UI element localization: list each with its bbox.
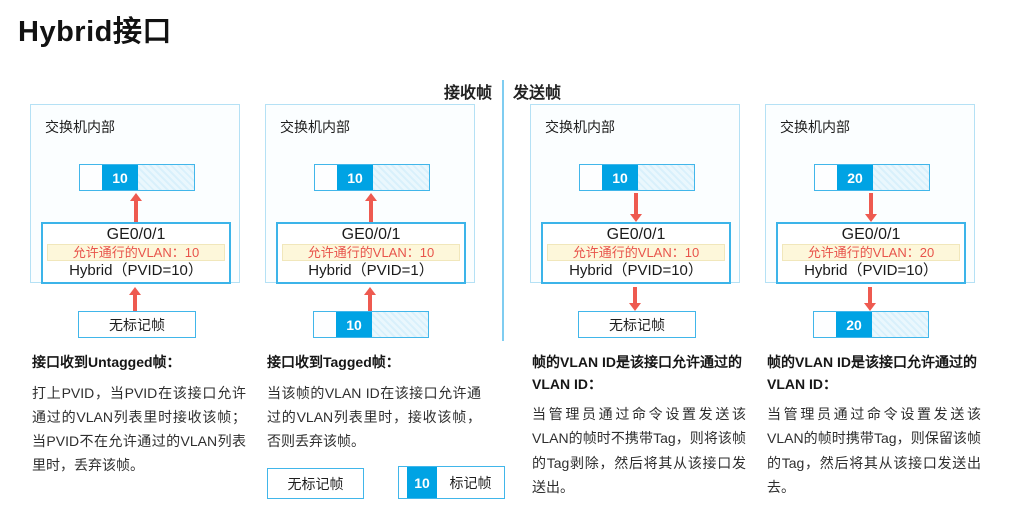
frame-payload-segment — [872, 312, 928, 337]
description-heading: 接口收到Tagged帧： — [267, 354, 400, 370]
allowed-vlan-label: 允许通行的VLAN：10 — [282, 244, 460, 261]
vlan-tag-segment: 20 — [836, 312, 872, 337]
port-box: GE0/0/1 允许通行的VLAN：10 Hybrid（PVID=1） — [276, 222, 466, 284]
description-heading: 接口收到Untagged帧： — [32, 354, 181, 370]
description-text: 当该帧的VLAN ID在该接口允许通过的VLAN列表里时，接收该帧，否则丢弃该帧… — [267, 384, 481, 449]
vlan-tag-segment: 10 — [337, 165, 373, 190]
vlan-tag-segment: 10 — [407, 467, 437, 498]
port-name: GE0/0/1 — [606, 226, 666, 243]
description-block: 接口收到Tagged帧： 当该帧的VLAN ID在该接口允许通过的VLAN列表里… — [267, 352, 481, 453]
column-header-receive: 接收帧 — [443, 85, 492, 102]
switch-internal-box: 交换机内部 10 GE0/0/1 允许通行的VLAN：10 Hybrid（PVI… — [265, 104, 475, 284]
tagged-frame-bar: 10 — [314, 164, 430, 191]
tagged-frame-bar: 10 — [579, 164, 695, 191]
frame-header-segment — [399, 467, 407, 498]
frame-payload-segment — [638, 165, 694, 190]
legend-tagged-label: 标记帧 — [449, 474, 492, 491]
panel-receive-untagged: 交换机内部 10 GE0/0/1 允许通行的VLAN：10 Hybrid（PVI… — [30, 104, 246, 514]
frame-header-segment — [315, 165, 337, 190]
port-name: GE0/0/1 — [841, 226, 901, 243]
down-arrow-icon — [630, 193, 642, 222]
port-mode-label: Hybrid（PVID=10） — [569, 262, 703, 279]
port-mode-label: Hybrid（PVID=10） — [69, 262, 203, 279]
up-arrow-icon — [365, 193, 377, 222]
port-box: GE0/0/1 允许通行的VLAN：10 Hybrid（PVID=10） — [541, 222, 731, 284]
untagged-frame-box: 无标记帧 — [578, 311, 696, 338]
tagged-frame-bar: 10 — [79, 164, 195, 191]
description-text: 打上PVID，当PVID在该接口允许通过的VLAN列表里时接收该帧；当PVID不… — [32, 384, 246, 473]
switch-internal-label: 交换机内部 — [780, 119, 850, 135]
page-title: Hybrid接口 — [18, 16, 172, 48]
switch-internal-label: 交换机内部 — [545, 119, 615, 135]
description-text: 当管理员通过命令设置发送该VLAN的帧时不携带Tag，则将该帧的Tag剥除，然后… — [532, 406, 746, 495]
up-arrow-icon — [130, 193, 142, 222]
legend-untagged-frame: 无标记帧 — [267, 468, 364, 499]
frame-header-segment — [80, 165, 102, 190]
port-name: GE0/0/1 — [341, 226, 401, 243]
vlan-tag-segment: 10 — [102, 165, 138, 190]
vlan-tag-segment: 10 — [336, 312, 372, 337]
switch-internal-label: 交换机内部 — [45, 119, 115, 135]
section-divider — [502, 80, 504, 341]
allowed-vlan-label: 允许通行的VLAN：20 — [782, 244, 960, 261]
down-arrow-icon — [629, 287, 641, 311]
tagged-frame-bar: 20 — [813, 311, 929, 338]
frame-header-segment — [815, 165, 837, 190]
allowed-vlan-label: 允许通行的VLAN：10 — [47, 244, 225, 261]
switch-internal-box: 交换机内部 10 GE0/0/1 允许通行的VLAN：10 Hybrid（PVI… — [530, 104, 740, 284]
up-arrow-icon — [129, 287, 141, 311]
vlan-tag-segment: 10 — [602, 165, 638, 190]
tagged-frame-bar: 20 — [814, 164, 930, 191]
vlan-tag-segment: 20 — [837, 165, 873, 190]
down-arrow-icon — [865, 193, 877, 222]
frame-payload-segment — [873, 165, 929, 190]
port-name: GE0/0/1 — [106, 226, 166, 243]
port-mode-label: Hybrid（PVID=1） — [308, 262, 434, 279]
description-block: 帧的VLAN ID是该接口允许通过的VLAN ID： 当管理员通过命令设置发送该… — [532, 352, 746, 499]
up-arrow-icon — [364, 287, 376, 311]
legend-tagged-frame: 10 标记帧 — [398, 466, 505, 499]
panel-send-tagged: 交换机内部 20 GE0/0/1 允许通行的VLAN：20 Hybrid（PVI… — [765, 104, 981, 514]
untagged-frame-box: 无标记帧 — [78, 311, 196, 338]
down-arrow-icon — [864, 287, 876, 311]
port-box: GE0/0/1 允许通行的VLAN：10 Hybrid（PVID=10） — [41, 222, 231, 284]
switch-internal-label: 交换机内部 — [280, 119, 350, 135]
frame-payload-segment — [373, 165, 429, 190]
frame-header-segment — [314, 312, 336, 337]
frame-payload-segment — [372, 312, 428, 337]
column-header-send: 发送帧 — [513, 85, 562, 102]
frame-header-segment — [580, 165, 602, 190]
panel-receive-tagged: 交换机内部 10 GE0/0/1 允许通行的VLAN：10 Hybrid（PVI… — [265, 104, 481, 514]
description-heading: 帧的VLAN ID是该接口允许通过的VLAN ID： — [532, 354, 742, 392]
panel-send-untag: 交换机内部 10 GE0/0/1 允许通行的VLAN：10 Hybrid（PVI… — [530, 104, 746, 514]
frame-payload-segment — [138, 165, 194, 190]
allowed-vlan-label: 允许通行的VLAN：10 — [547, 244, 725, 261]
tagged-frame-bar: 10 — [313, 311, 429, 338]
description-heading: 帧的VLAN ID是该接口允许通过的VLAN ID： — [767, 354, 977, 392]
frame-header-segment — [814, 312, 836, 337]
description-block: 帧的VLAN ID是该接口允许通过的VLAN ID： 当管理员通过命令设置发送该… — [767, 352, 981, 499]
port-box: GE0/0/1 允许通行的VLAN：20 Hybrid（PVID=10） — [776, 222, 966, 284]
description-block: 接口收到Untagged帧： 打上PVID，当PVID在该接口允许通过的VLAN… — [32, 352, 246, 477]
switch-internal-box: 交换机内部 10 GE0/0/1 允许通行的VLAN：10 Hybrid（PVI… — [30, 104, 240, 284]
port-mode-label: Hybrid（PVID=10） — [804, 262, 938, 279]
switch-internal-box: 交换机内部 20 GE0/0/1 允许通行的VLAN：20 Hybrid（PVI… — [765, 104, 975, 284]
description-text: 当管理员通过命令设置发送该VLAN的帧时携带Tag，则保留该帧的Tag，然后将其… — [767, 406, 981, 495]
